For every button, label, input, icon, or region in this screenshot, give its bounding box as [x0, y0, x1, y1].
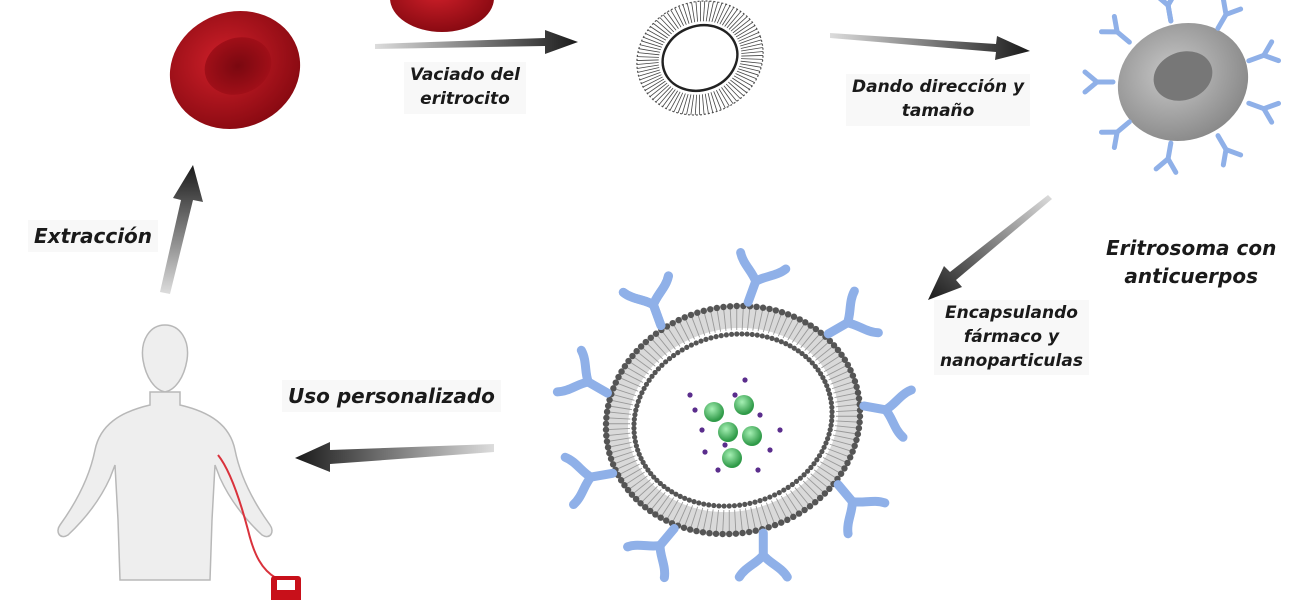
- arrow-encapsulando: [928, 195, 1052, 300]
- label-eritrosoma-line1: Eritrosoma con: [1106, 236, 1277, 260]
- label-eritrosoma: Eritrosoma con anticuerpos: [1106, 234, 1276, 290]
- label-uso-line1: Uso personalizado: [288, 384, 495, 408]
- emptied-erythrocyte-membrane-icon: [636, 0, 764, 116]
- erythrosome-with-antibodies-icon: [1085, 0, 1279, 172]
- label-encapsulando: Encapsulando fármaco y nanoparticulas: [934, 300, 1089, 376]
- blood-tube-icon: [217, 454, 277, 579]
- label-encapsulando-line3: nanoparticulas: [940, 350, 1083, 371]
- label-dando: Dando dirección y tamaño: [846, 74, 1031, 126]
- label-extraccion-line1: Extracción: [34, 224, 153, 248]
- label-vaciado-line2: eritrocito: [420, 88, 510, 109]
- arrow-uso: [295, 442, 494, 472]
- label-dando-line1: Dando dirección y: [852, 77, 1025, 97]
- encapsulated-drug-erythrosome-icon: [557, 253, 911, 578]
- arrow-dando: [830, 33, 1030, 60]
- red-blood-cell-partial-icon: [390, 0, 494, 32]
- label-vaciado-line1: Vaciado del: [410, 65, 520, 85]
- red-blood-cell-icon: [169, 11, 301, 129]
- arrow-extraccion: [160, 165, 203, 294]
- label-eritrosoma-line2: anticuerpos: [1124, 264, 1258, 288]
- label-uso: Uso personalizado: [282, 380, 501, 412]
- label-encapsulando-line1: Encapsulando: [945, 303, 1078, 323]
- arrow-vaciado: [375, 30, 578, 54]
- human-body-icon: [57, 324, 273, 581]
- label-encapsulando-line2: fármaco y: [963, 326, 1060, 347]
- label-dando-line2: tamaño: [901, 100, 975, 121]
- blood-bag-icon: [271, 576, 301, 600]
- label-extraccion: Extracción: [28, 220, 159, 252]
- label-vaciado: Vaciado del eritrocito: [404, 62, 526, 114]
